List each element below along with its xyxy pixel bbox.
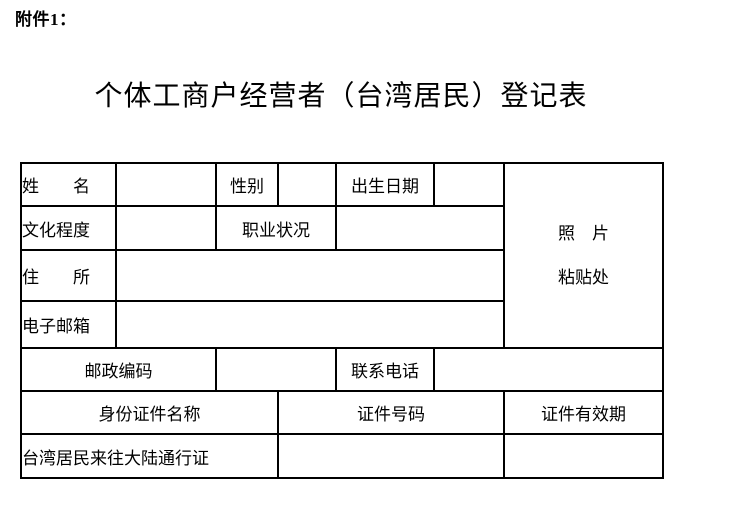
- birth-date-label: 出生日期: [335, 162, 435, 207]
- postal-code-value-cell: [215, 347, 337, 392]
- name-label: 姓 名: [20, 162, 117, 207]
- phone-value-cell: [433, 347, 664, 392]
- table-row: 电子邮箱: [20, 300, 663, 349]
- taiwan-permit-validity-cell: [503, 433, 664, 479]
- table-row: 文化程度 职业状况: [20, 205, 663, 251]
- postal-code-label: 邮政编码: [20, 347, 217, 392]
- occupation-label: 职业状况: [215, 205, 337, 251]
- email-label: 电子邮箱: [20, 300, 117, 349]
- taiwan-permit-label: 台湾居民来往大陆通行证: [20, 433, 279, 479]
- table-row: 姓 名 性别 出生日期 照 片 粘贴处: [20, 162, 664, 349]
- id-doc-number-header: 证件号码: [277, 390, 505, 435]
- photo-paste-label-line2: 粘贴处: [558, 267, 609, 287]
- id-doc-validity-header: 证件有效期: [503, 390, 664, 435]
- residence-label: 住 所: [20, 249, 117, 302]
- phone-label: 联系电话: [335, 347, 435, 392]
- table-row: 住 所: [20, 249, 663, 302]
- gender-label: 性别: [215, 162, 279, 207]
- email-value-cell: [115, 300, 505, 349]
- taiwan-permit-number-cell: [277, 433, 505, 479]
- page-title: 个体工商户经营者（台湾居民）登记表: [94, 81, 588, 112]
- gender-value-cell: [277, 162, 337, 207]
- photo-paste-label-line1: 照 片: [558, 223, 609, 243]
- table-row: 身份证件名称 证件号码 证件有效期: [20, 390, 664, 435]
- id-doc-name-header: 身份证件名称: [20, 390, 279, 435]
- education-label: 文化程度: [20, 205, 117, 251]
- attachment-label: 附件1：: [15, 10, 77, 29]
- photo-paste-area: 照 片 粘贴处: [503, 162, 664, 349]
- table-row: 台湾居民来往大陆通行证: [20, 433, 664, 479]
- birth-date-value-cell: [433, 162, 505, 207]
- education-value-cell: [115, 205, 217, 251]
- residence-value-cell: [115, 249, 505, 302]
- table-row: 邮政编码 联系电话: [20, 347, 664, 392]
- name-value-cell: [115, 162, 217, 207]
- occupation-value-cell: [335, 205, 505, 251]
- registration-table: 姓 名 性别 出生日期 照 片 粘贴处 文化程度 职业状况 住 所 电子邮箱 邮…: [20, 162, 664, 479]
